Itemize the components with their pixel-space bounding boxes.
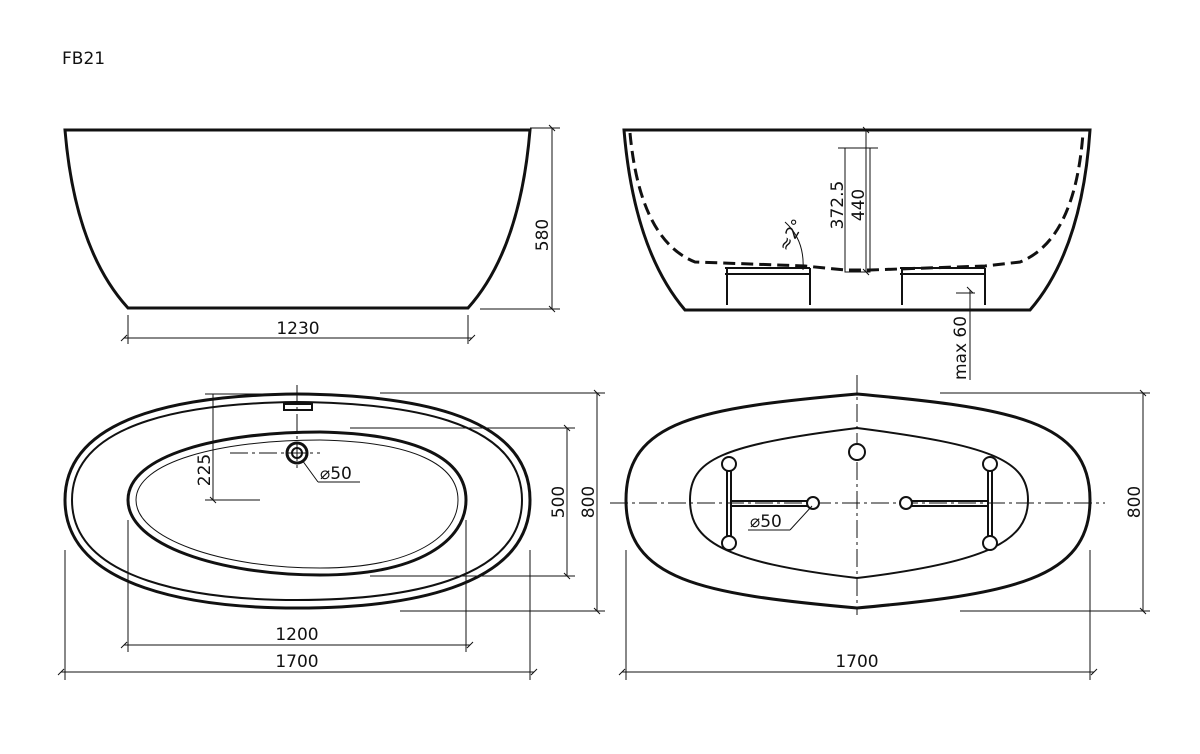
base-length-dim: 1230 bbox=[276, 319, 319, 339]
legs bbox=[725, 267, 986, 305]
drain-offset-dim: 225 bbox=[195, 454, 215, 486]
inner-length-dim: 1200 bbox=[275, 625, 318, 645]
width-dim-right: 800 bbox=[1125, 486, 1145, 518]
top-view-right: ⌀50 800 1700 bbox=[610, 375, 1150, 680]
front-view: 580 1230 bbox=[63, 124, 560, 344]
top-view-left: 225 ⌀50 800 500 1200 1700 bbox=[57, 385, 605, 680]
width-dim-left: 800 bbox=[579, 486, 599, 518]
drain-diameter-left: ⌀50 bbox=[320, 464, 352, 484]
drain-diameter-right: ⌀50 bbox=[750, 512, 782, 532]
inner-width-dim: 500 bbox=[549, 486, 569, 518]
side-view: 372.5 440 ≈2° max 60 bbox=[622, 126, 1092, 380]
depth-dim: 440 bbox=[849, 189, 869, 221]
height-dim: 580 bbox=[533, 219, 553, 251]
slope-label: ≈2° bbox=[775, 216, 809, 255]
overflow-height-dim: 372.5 bbox=[828, 181, 848, 230]
length-dim-right: 1700 bbox=[835, 652, 878, 672]
leg-frame bbox=[726, 464, 993, 543]
leg-adjust-dim: max 60 bbox=[951, 316, 971, 380]
length-dim-left: 1700 bbox=[275, 652, 318, 672]
model-label: FB21 bbox=[62, 49, 105, 69]
